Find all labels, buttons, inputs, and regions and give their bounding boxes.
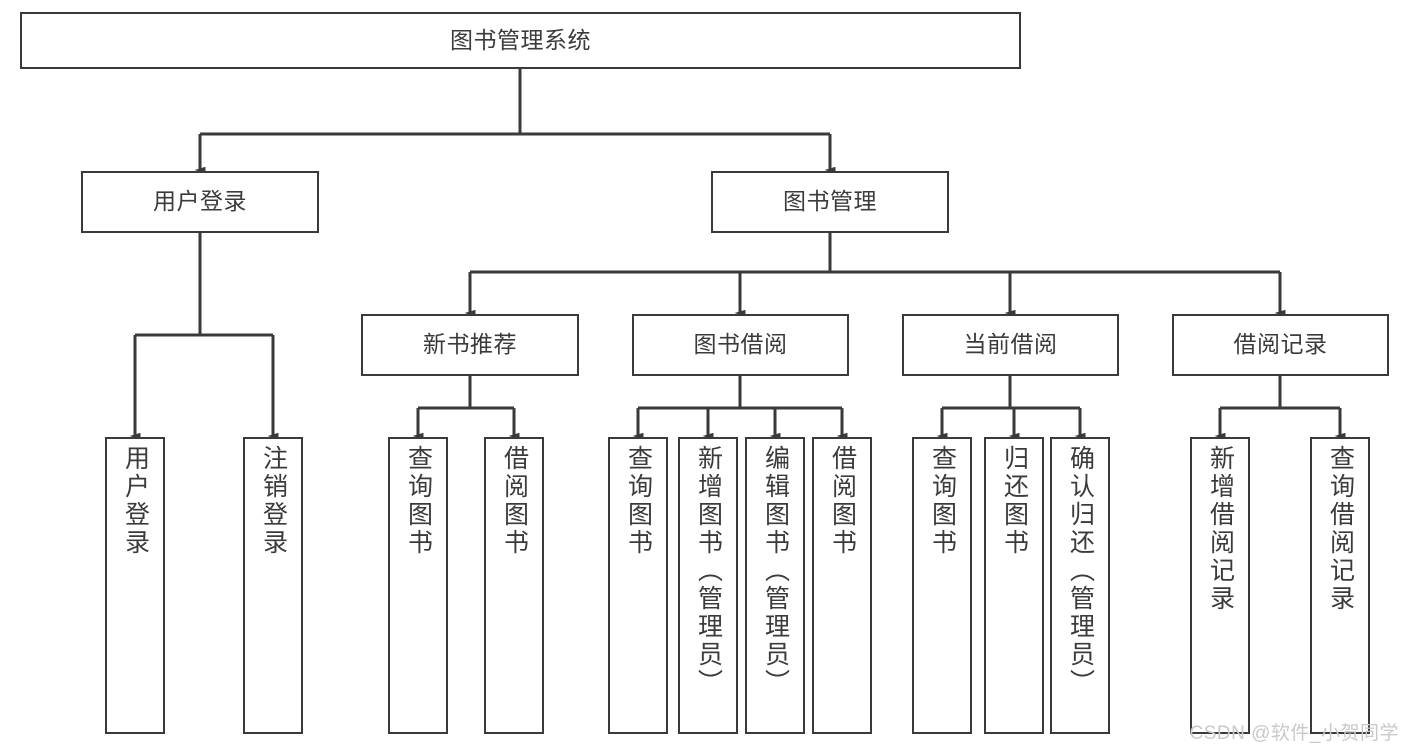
node-user-login[interactable]: 用户登录 <box>81 171 319 233</box>
node-current-borrow-label: 当前借阅 <box>963 331 1058 358</box>
node-leaf-confirm-return[interactable]: 确认归还（管理员） <box>1050 437 1110 734</box>
node-leaf-user-login-label: 用户登录 <box>121 445 150 557</box>
node-leaf-query-book-1-label: 查询图书 <box>404 445 433 557</box>
node-book-manage[interactable]: 图书管理 <box>711 171 949 233</box>
node-book-borrow[interactable]: 图书借阅 <box>632 314 849 376</box>
node-leaf-borrow-book-2[interactable]: 借阅图书 <box>812 437 872 734</box>
node-leaf-query-record-label: 查询借阅记录 <box>1326 445 1355 613</box>
csdn-watermark: CSDN @软件_小贺同学 <box>1189 723 1399 744</box>
node-leaf-add-book-label: 新增图书（管理员） <box>694 445 723 697</box>
node-book-borrow-label: 图书借阅 <box>693 331 788 358</box>
node-user-login-label: 用户登录 <box>153 188 247 215</box>
node-root[interactable]: 图书管理系统 <box>20 12 1021 69</box>
node-leaf-query-book-2[interactable]: 查询图书 <box>608 437 668 734</box>
node-leaf-query-book-2-label: 查询图书 <box>624 445 653 557</box>
node-leaf-logout-label: 注销登录 <box>259 445 288 557</box>
node-leaf-user-login[interactable]: 用户登录 <box>105 437 165 734</box>
node-leaf-borrow-book-2-label: 借阅图书 <box>828 445 857 557</box>
node-leaf-logout[interactable]: 注销登录 <box>243 437 303 734</box>
node-new-book-rec-label: 新书推荐 <box>423 331 517 358</box>
node-leaf-add-record-label: 新增借阅记录 <box>1206 445 1235 613</box>
node-leaf-confirm-return-label: 确认归还（管理员） <box>1066 445 1095 697</box>
node-leaf-borrow-book-1-label: 借阅图书 <box>500 445 529 557</box>
node-root-label: 图书管理系统 <box>450 26 591 53</box>
node-leaf-query-book-3-label: 查询图书 <box>928 445 957 557</box>
node-leaf-add-record[interactable]: 新增借阅记录 <box>1190 437 1250 734</box>
node-leaf-query-book-1[interactable]: 查询图书 <box>388 437 448 734</box>
node-leaf-query-book-3[interactable]: 查询图书 <box>912 437 972 734</box>
node-leaf-return-book[interactable]: 归还图书 <box>984 437 1044 734</box>
node-leaf-return-book-label: 归还图书 <box>1000 445 1029 557</box>
node-borrow-record-label: 借阅记录 <box>1233 331 1328 358</box>
node-leaf-query-record[interactable]: 查询借阅记录 <box>1310 437 1370 734</box>
node-leaf-edit-book-label: 编辑图书（管理员） <box>761 445 790 697</box>
node-leaf-add-book[interactable]: 新增图书（管理员） <box>678 437 738 734</box>
node-book-manage-label: 图书管理 <box>783 188 877 215</box>
node-leaf-borrow-book-1[interactable]: 借阅图书 <box>484 437 544 734</box>
node-new-book-rec[interactable]: 新书推荐 <box>361 314 579 376</box>
node-borrow-record[interactable]: 借阅记录 <box>1172 314 1389 376</box>
node-leaf-edit-book[interactable]: 编辑图书（管理员） <box>745 437 805 734</box>
node-current-borrow[interactable]: 当前借阅 <box>902 314 1119 376</box>
